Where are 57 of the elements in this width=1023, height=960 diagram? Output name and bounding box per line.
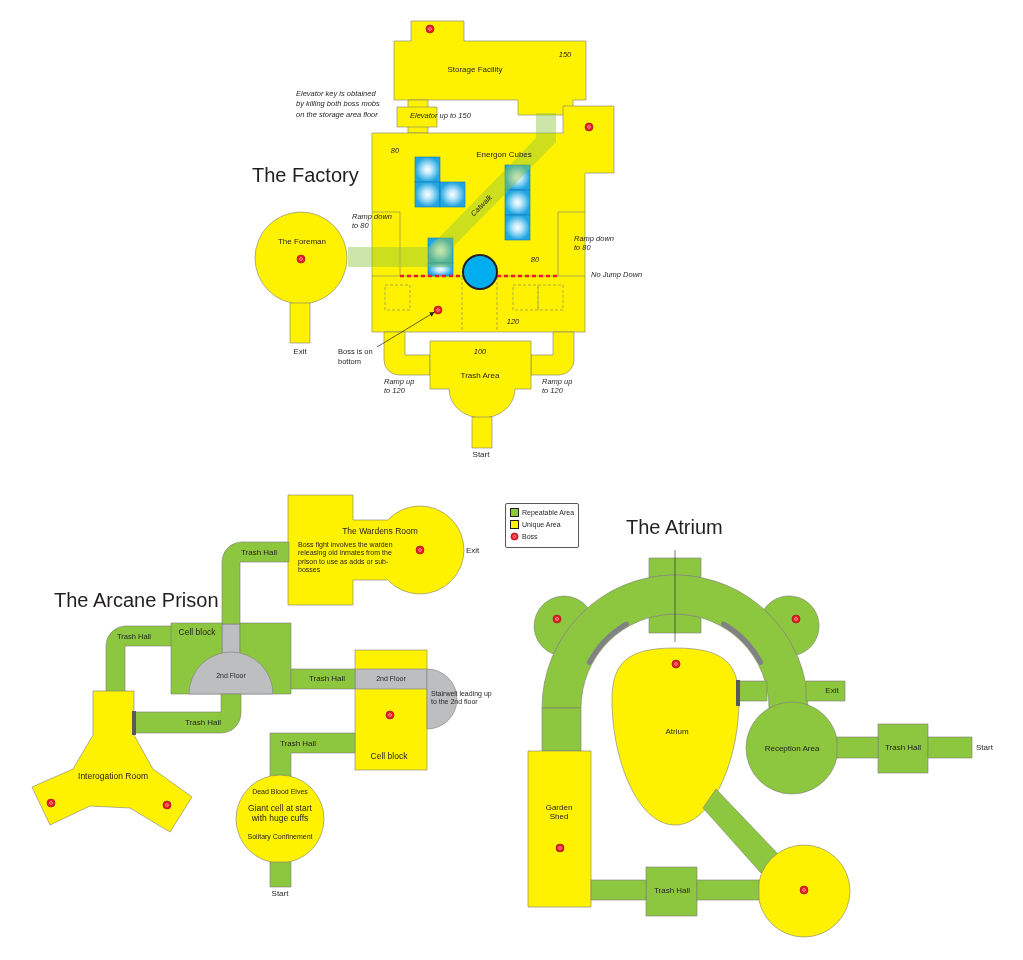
room-label: Giant cell at start with huge cuffs [247, 804, 313, 824]
corridor [270, 733, 355, 778]
upper-floor-area [189, 652, 273, 694]
room-label: Trash Hall [308, 674, 346, 684]
room-label: Cell block [370, 752, 408, 762]
room-label: Trash Hall [240, 548, 278, 558]
start-label: Start [271, 889, 289, 899]
exit-label: Exit [293, 347, 307, 357]
corridor [837, 737, 878, 758]
room-label: Atrium [665, 727, 689, 737]
round-room [534, 596, 588, 655]
room-label: Trash Hall [184, 718, 222, 728]
room-label: Trash Hall [279, 739, 317, 749]
corridor [697, 880, 759, 900]
trash-area-room [430, 341, 531, 418]
room-label: Reception Area [764, 744, 820, 754]
section-title: The Arcane Prison [54, 589, 219, 612]
room-label: The Wardens Room [342, 527, 418, 537]
round-room [255, 212, 347, 304]
room-label: Storage Facility [447, 65, 503, 75]
room-label: Cell block [178, 628, 216, 638]
corridor [591, 880, 646, 900]
reception-room [746, 702, 838, 794]
start-label: Start [976, 743, 993, 753]
cell-block-room [355, 650, 427, 770]
garden-shed-room [528, 751, 591, 907]
corridor [134, 694, 241, 733]
storage-room [394, 21, 586, 115]
ramp-corridor [384, 332, 430, 375]
round-room [758, 845, 850, 937]
boss-marker [434, 306, 442, 314]
room-label: Exit [825, 686, 839, 696]
cell-block-room [171, 623, 291, 694]
corridor-room [646, 867, 697, 916]
room-label: Interogation Room [78, 772, 148, 782]
corridor [291, 669, 355, 689]
atrium-room [612, 648, 739, 825]
round-cell-room [236, 775, 324, 863]
section-title: The Atrium [626, 516, 723, 539]
start-label: Start [472, 450, 490, 460]
corridor [222, 542, 289, 624]
exit-label: Exit [466, 546, 480, 556]
corridor-room [878, 724, 928, 773]
room-label: Trash Hall [653, 886, 691, 896]
exit-corridor [739, 681, 845, 701]
corridor [703, 789, 779, 873]
round-room [764, 596, 819, 655]
room-label: Trash Hall [884, 743, 922, 753]
ramp-corridor [531, 332, 574, 375]
area-label: Energon Cubes [476, 150, 532, 160]
room-label: Trash Area [460, 371, 500, 381]
room-label: Garden Shed [544, 802, 574, 822]
square-room [649, 558, 701, 633]
corridor [106, 626, 172, 692]
upper-floor-area [355, 669, 427, 689]
section-title: The Factory [252, 164, 359, 187]
room-label: The Foreman [278, 237, 326, 247]
